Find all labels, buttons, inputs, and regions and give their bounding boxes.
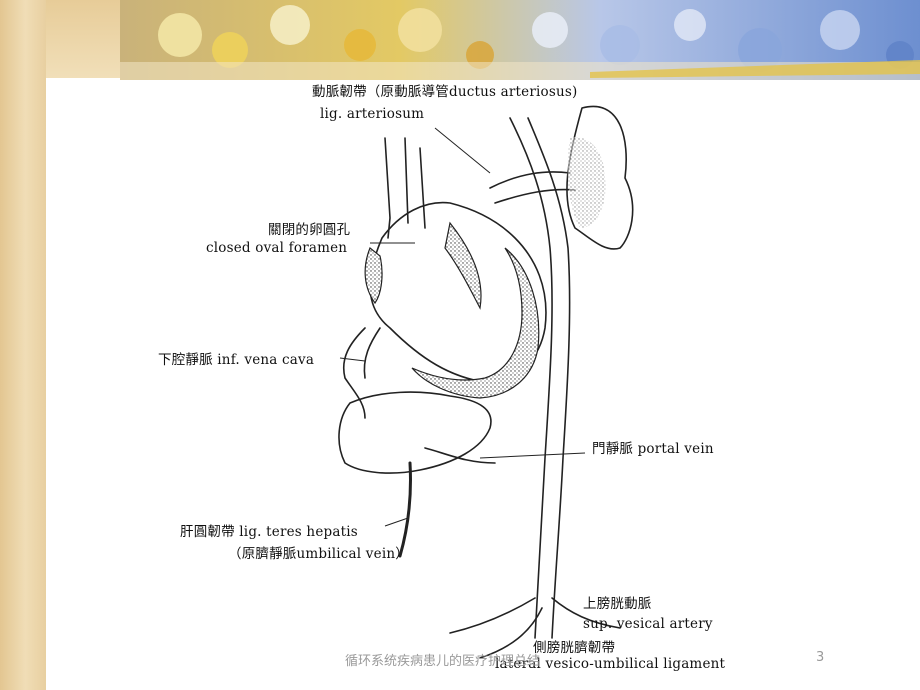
label-closed-foramen-cn: 關閉的卵圓孔 — [268, 222, 351, 238]
label-inferior-vena-cava: 下腔靜脈 inf. vena cava — [158, 352, 315, 368]
portal-vein — [424, 447, 496, 464]
label-lig-arteriosum: lig. arteriosum — [320, 106, 425, 122]
label-lig-teres-hepatis: 肝圓韌帶 lig. teres hepatis — [180, 524, 358, 540]
label-lateral-ligament-en: lateral vesico-umbilical ligament — [495, 656, 726, 672]
inferior-vena-cava — [343, 327, 366, 419]
stippled-lung — [567, 137, 606, 228]
label-closed-foramen-en: closed oval foramen — [206, 240, 348, 256]
parchment-left-band — [0, 0, 46, 690]
label-sup-vesical-cn: 上膀胱動脈 — [583, 596, 652, 612]
heart-outline — [369, 201, 547, 384]
stippled-band-left — [444, 221, 482, 310]
label-lateral-ligament-cn: 側膀胱臍韌帶 — [533, 640, 616, 656]
label-umbilical-vein: （原臍靜脈umbilical vein） — [228, 546, 409, 562]
lung-outline — [566, 105, 634, 250]
stippled-band-foramen — [364, 247, 383, 305]
page-number: 3 — [816, 650, 825, 665]
circulation-diagram — [338, 105, 634, 659]
footer-title: 循环系统疾病患儿的医疗护理总结 — [345, 654, 541, 669]
ligamentum-teres — [398, 461, 412, 558]
floral-banner-image — [120, 0, 920, 80]
stippled-band-heart — [411, 247, 540, 399]
label-portal-vein: 門靜脈 portal vein — [592, 441, 714, 457]
label-ductus-arteriosus: 動脈韌帶（原動脈導管ductus arteriosus) — [312, 84, 578, 100]
label-sup-vesical-en: sup. vesical artery — [583, 616, 713, 632]
liver-outline — [338, 391, 492, 474]
aorta — [509, 117, 553, 639]
